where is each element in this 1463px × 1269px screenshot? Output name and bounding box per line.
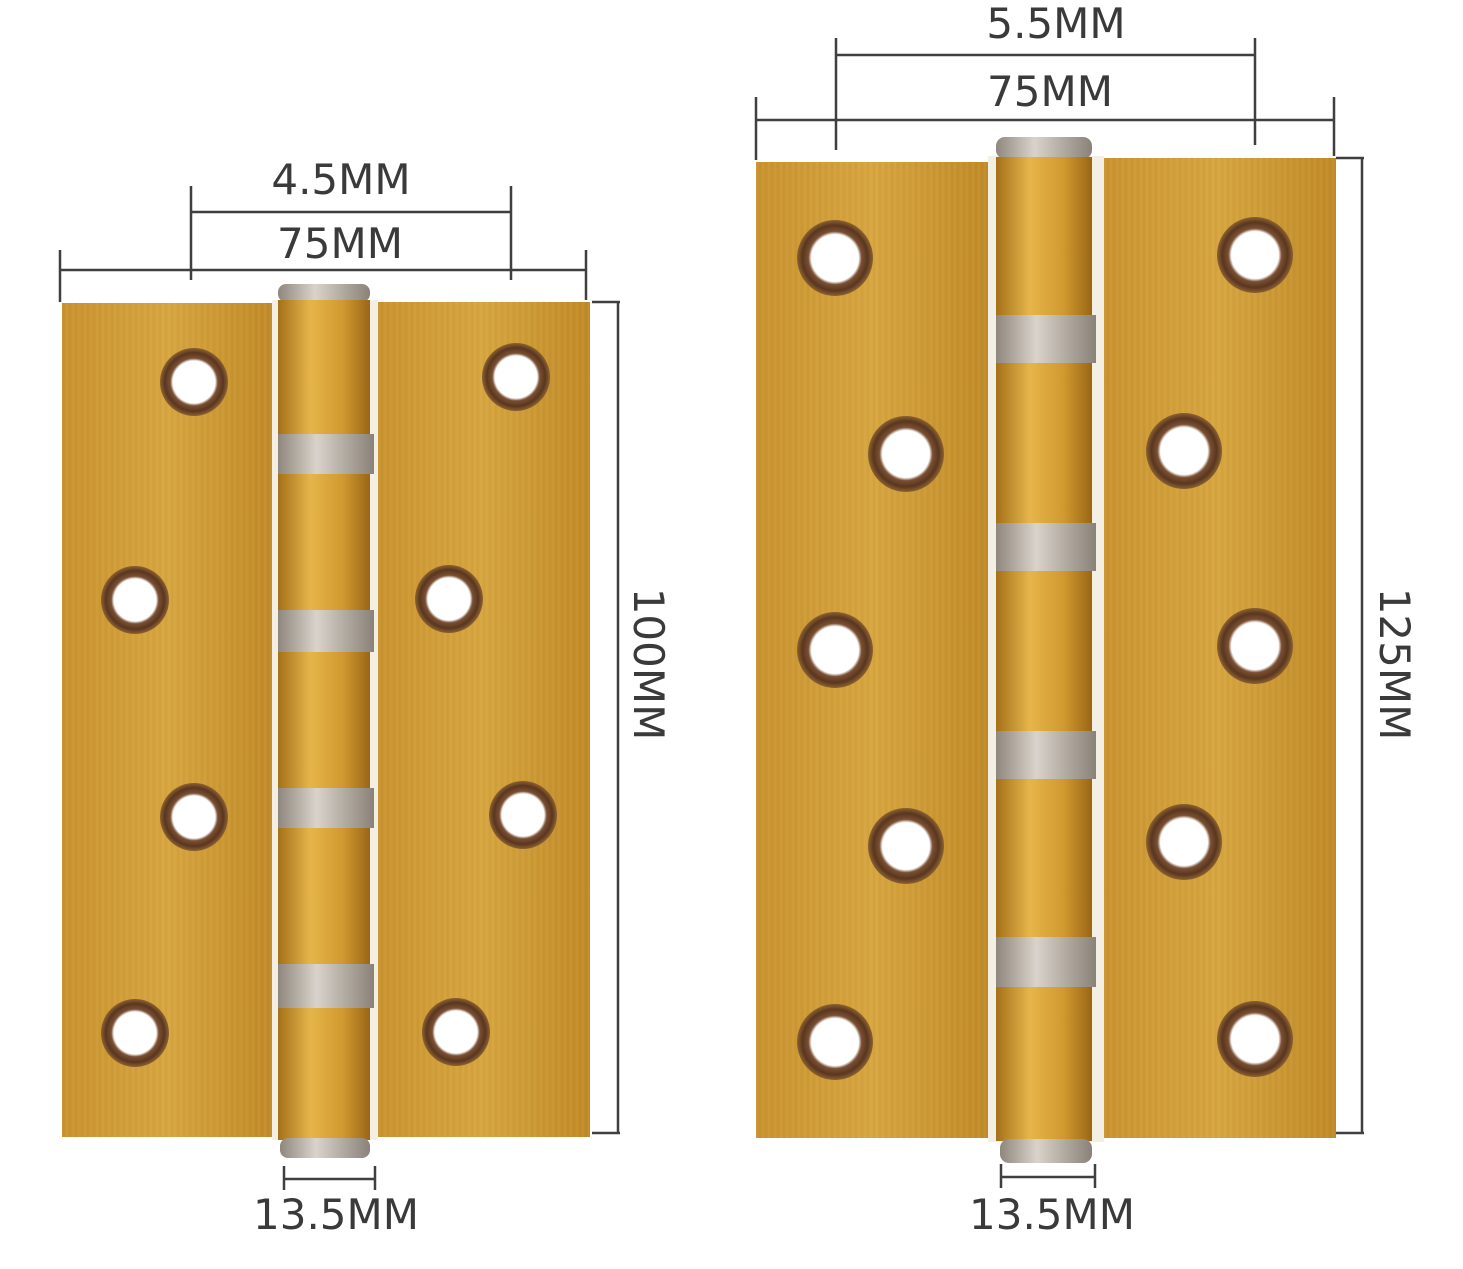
knuckle-dimension: 13.5MM <box>253 1166 419 1239</box>
knuckle-dimension: 13.5MM <box>969 1164 1135 1239</box>
hinge-large: 5.5MM 75MM 125MM 13.5MM <box>754 0 1419 1239</box>
thickness-dimension: 4.5MM <box>189 155 513 280</box>
width-label: 75MM <box>277 219 403 268</box>
screw-holes <box>797 217 1293 1080</box>
knuckle-label: 13.5MM <box>253 1190 419 1239</box>
thickness-dimension: 5.5MM <box>834 0 1257 150</box>
thickness-label: 4.5MM <box>271 155 410 204</box>
height-dimension: 100MM <box>592 300 673 1135</box>
knuckle <box>996 137 1096 1163</box>
height-dimension: 125MM <box>1336 156 1419 1135</box>
height-label: 100MM <box>624 588 673 741</box>
width-label: 75MM <box>987 67 1113 116</box>
knuckle-label: 13.5MM <box>969 1190 1135 1239</box>
width-dimension: 75MM <box>58 219 588 302</box>
thickness-label: 5.5MM <box>986 0 1125 48</box>
height-label: 125MM <box>1370 588 1419 741</box>
width-dimension: 75MM <box>754 67 1336 160</box>
knuckle <box>278 284 374 1158</box>
hinge-small: 4.5MM 75MM 100MM 13.5MM <box>58 155 673 1239</box>
screw-holes <box>101 343 557 1067</box>
